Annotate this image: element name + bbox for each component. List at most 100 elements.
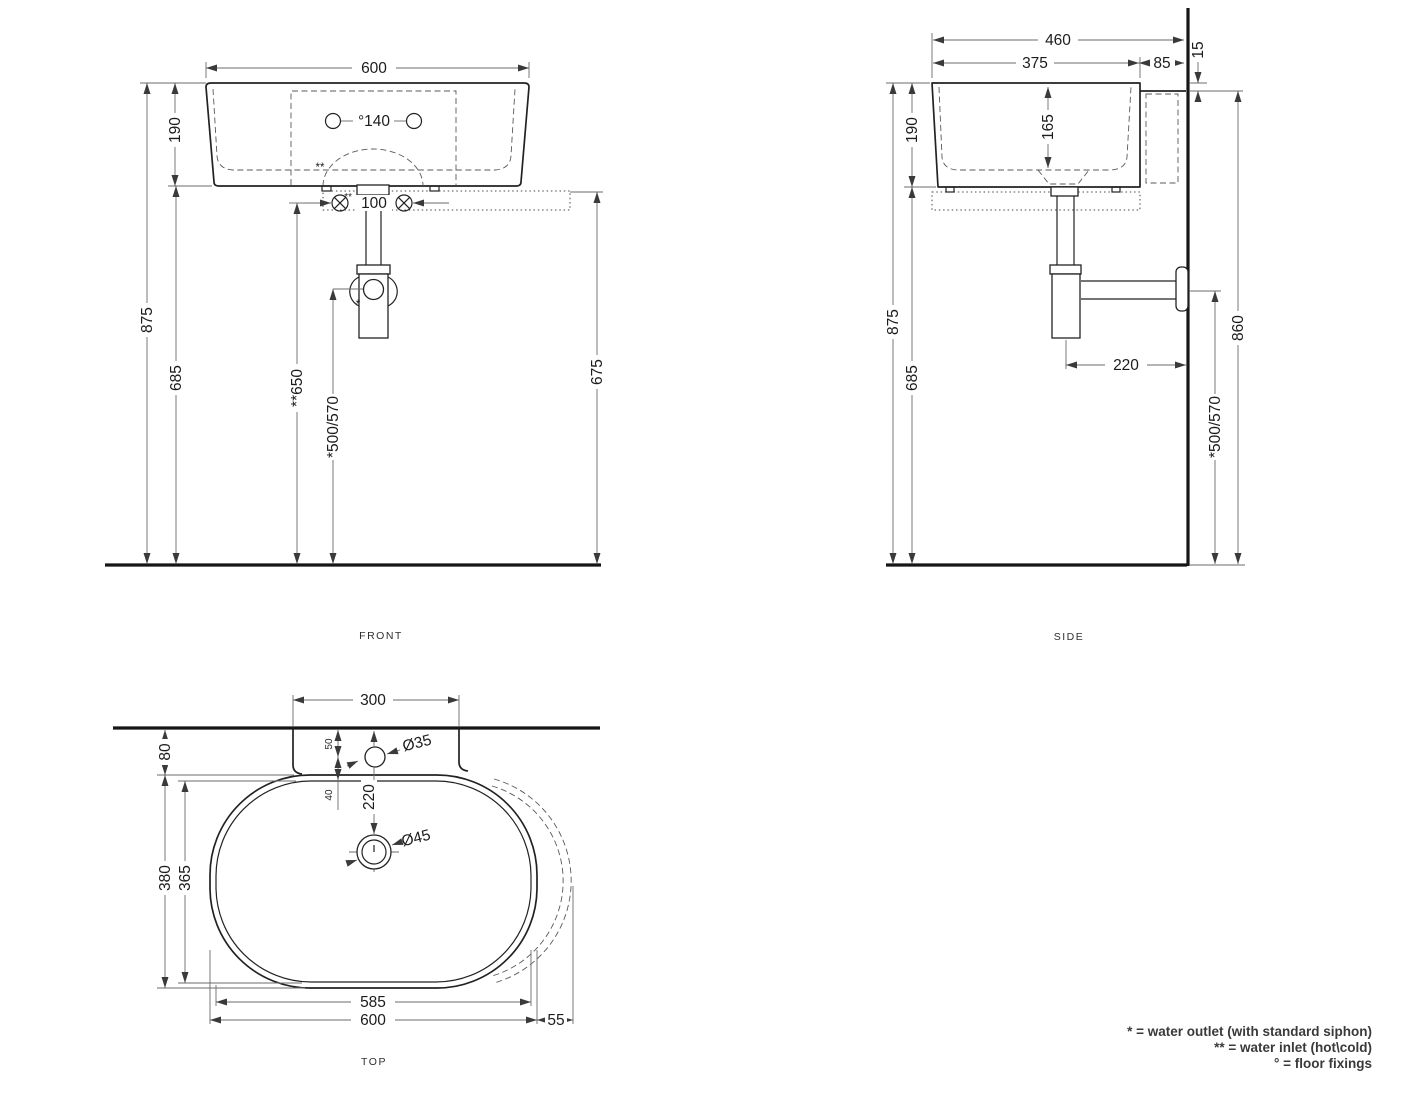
tap-hole: [364, 746, 386, 768]
front-inlet-mark: **: [344, 192, 352, 203]
dim-label-group: 860: [1230, 311, 1247, 345]
side-drain-flange: [1050, 186, 1079, 197]
top-deck-right-edge: [458, 729, 469, 772]
dim-label-group: Ø35: [401, 732, 434, 756]
dim-top-tap-hole-offset: 50: [324, 738, 335, 750]
dim-bg: [139, 303, 155, 337]
dim-side-basin-depth: 375: [1022, 55, 1048, 72]
side-view: 460 375 85 15 190 165: [885, 8, 1247, 643]
front-siphon-dome-dashed: [322, 148, 424, 187]
dim-side-rim-depth: 190: [904, 117, 921, 143]
dim-front-bracket-height: 675: [589, 359, 606, 385]
dim-top-drain-offset: 220: [361, 784, 378, 810]
dim-bg: [1190, 38, 1206, 62]
dim-fixing-spacing: °140: [358, 113, 390, 130]
dim-bg: [352, 60, 396, 76]
dim-side-siphon-wall-offset: 220: [1113, 357, 1139, 374]
dim-label-group: 875: [139, 303, 156, 337]
side-drain-recess-dashed: [1037, 169, 1090, 185]
dim-bg: [289, 364, 305, 412]
dim-bg: [157, 861, 173, 895]
dim-bg: [904, 113, 920, 147]
dim-top-tap-hole-to-bowl: 40: [324, 789, 335, 801]
dim-bg: [351, 1012, 395, 1028]
dim-side-underside-height: 685: [904, 365, 921, 391]
side-left-tab: [945, 186, 955, 193]
dim-bg: [353, 692, 393, 708]
dim-bg: [177, 861, 193, 895]
dim-label-group: 380: [157, 861, 174, 895]
dim-label-group: 15: [1190, 38, 1207, 62]
dim-bg: [1038, 32, 1078, 48]
dim-label-group: 50: [324, 738, 335, 750]
dim-bg: [1150, 55, 1175, 71]
front-outlet-mark: *: [356, 299, 361, 311]
front-template-dashed-rect: [290, 90, 457, 185]
dim-front-inlet-height: **650: [289, 369, 306, 407]
dim-top-depth-inner: 365: [177, 865, 194, 891]
dim-bg: [1207, 394, 1223, 460]
top-view: Ø35 Ø45 300 80 380 365: [113, 692, 600, 1068]
dim-label-group: 165: [1040, 110, 1057, 144]
dim-top-wall-offset: 80: [157, 743, 174, 761]
side-wall-flange: [1175, 266, 1189, 312]
top-overflow-dashed-inner: [491, 785, 564, 977]
front-basin-outline: [205, 82, 530, 187]
dim-side-outlet-height: *500/570: [1207, 396, 1224, 458]
top-basin-outline: [209, 774, 538, 989]
dim-front-underside-height: 685: [168, 365, 185, 391]
front-drain-flange: [356, 184, 390, 196]
front-siphon-arc-right: [387, 276, 398, 307]
dim-bg: [356, 195, 392, 211]
dim-top-width-outer: 600: [360, 1012, 386, 1029]
dim-label-group: 40: [324, 789, 335, 801]
dim-front-rim-depth: 190: [167, 117, 184, 143]
dim-label-group: 685: [904, 361, 921, 395]
side-mounting-strip: [931, 191, 1141, 211]
dim-front-rim-height: 875: [139, 307, 156, 333]
front-view: ** °140 * 600 190: [105, 60, 606, 642]
dim-label-group: *500/570: [325, 394, 342, 460]
legend-water-outlet: * = water outlet (with standard siphon): [1127, 1024, 1372, 1039]
fixing-hole-right: [405, 112, 423, 130]
dim-top-depth-outer: 380: [157, 865, 174, 891]
dim-label-group: *500/570: [1207, 394, 1224, 460]
dim-top-deck-width: 300: [360, 692, 386, 709]
dim-drain-dia: Ø45: [400, 827, 433, 851]
dim-label-group: 675: [589, 355, 606, 389]
side-ledge-dashed: [1145, 93, 1179, 184]
inlet-valve-left: [331, 194, 349, 212]
dim-bg: [1016, 55, 1054, 71]
dim-label-group: **650: [289, 364, 306, 412]
dim-side-ledge-height: 860: [1230, 315, 1247, 341]
dim-bg: [904, 361, 920, 395]
dim-bg: [168, 361, 184, 395]
front-dome-inlet-mark: **: [316, 162, 325, 174]
dim-tap-hole-dia: Ø35: [401, 732, 434, 756]
drain-leader: [391, 838, 404, 846]
dim-side-bowl-depth: 165: [1040, 114, 1057, 140]
dim-bg: [885, 305, 901, 339]
top-deck-left-edge: [292, 729, 303, 775]
dim-label-group: 220: [361, 780, 378, 814]
dim-front-width: 600: [361, 60, 387, 77]
side-basin-inner-dashed: [938, 86, 1132, 171]
dim-label-group: 80: [157, 739, 174, 765]
dim-label-group: Ø45: [400, 827, 433, 851]
dim-bg: [545, 1012, 567, 1028]
side-basin-outline: [931, 82, 1141, 188]
dim-bg: [351, 994, 395, 1010]
front-left-tab: [321, 185, 332, 192]
front-right-tab: [429, 185, 440, 192]
legend-water-inlet: ** = water inlet (hot\cold): [1214, 1040, 1372, 1055]
side-view-label: SIDE: [1054, 631, 1085, 643]
dim-bg: [1230, 311, 1246, 345]
side-right-tab: [1111, 186, 1121, 193]
top-view-label: TOP: [361, 1056, 387, 1068]
dim-bg: [361, 780, 377, 814]
drain-hole-inner: [361, 839, 387, 865]
dim-bg: [167, 113, 183, 147]
top-overflow-dashed-outer: [493, 778, 572, 984]
dim-bg: [325, 394, 341, 460]
